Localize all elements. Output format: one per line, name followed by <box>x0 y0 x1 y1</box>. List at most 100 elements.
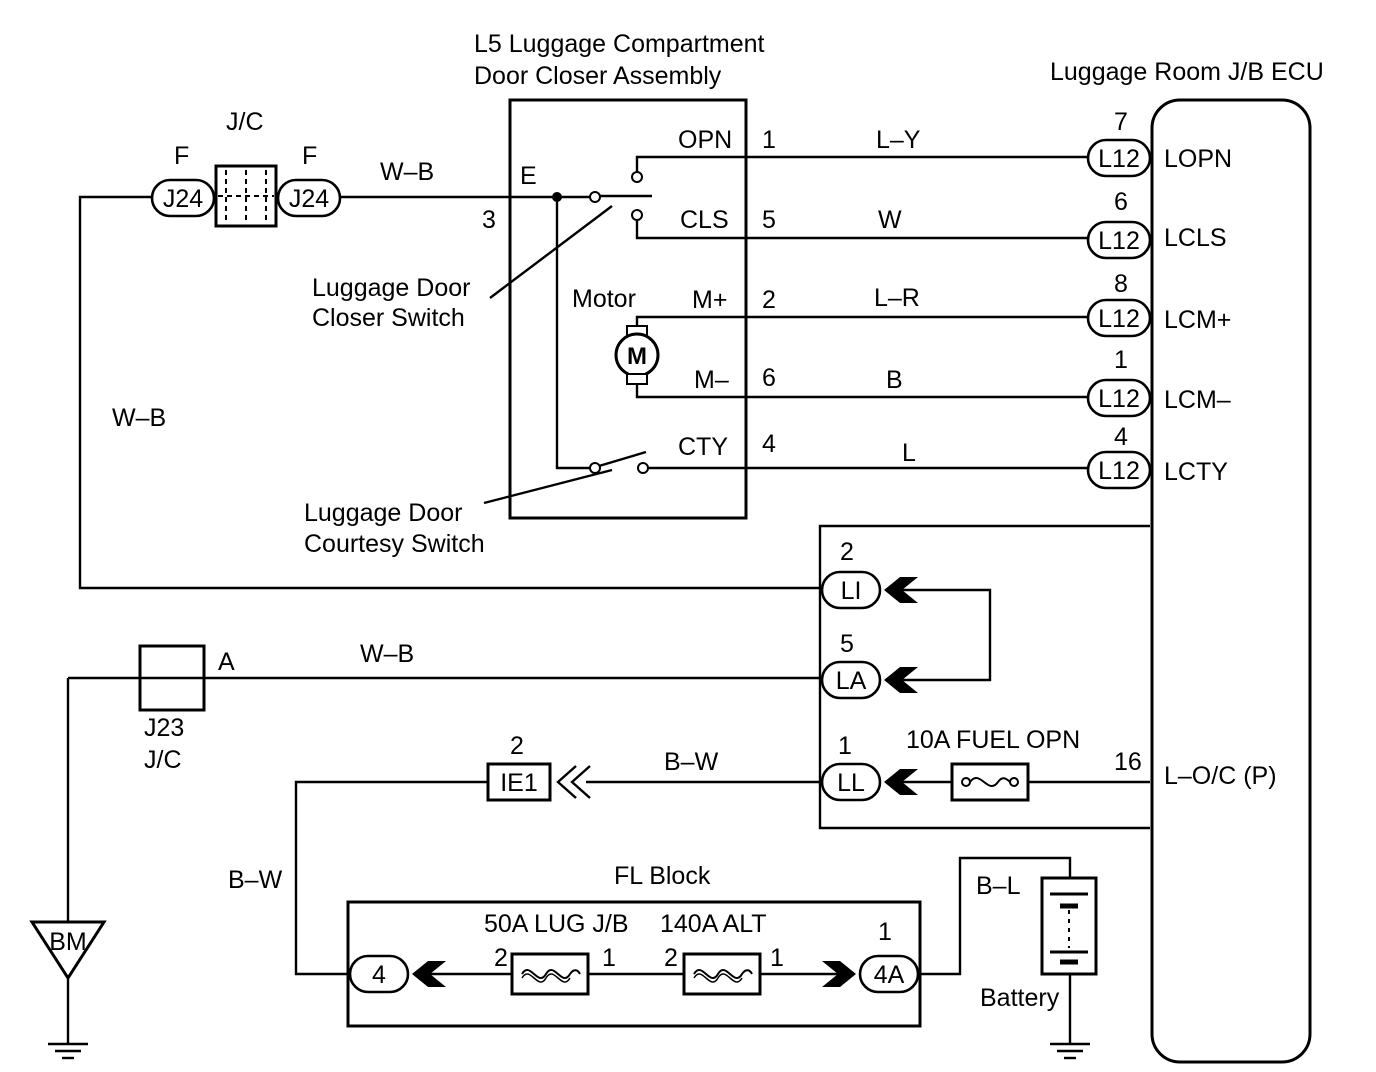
row-pin-opn: 1 <box>762 126 776 154</box>
ie1-pin: 2 <box>510 732 524 760</box>
svg-text:L12: L12 <box>1098 305 1140 333</box>
courtesy-switch-blade <box>598 450 647 468</box>
ie1-chevron-icon-2 <box>556 765 577 799</box>
row-pin-cls: 5 <box>762 206 776 234</box>
svg-text:L12: L12 <box>1098 227 1140 255</box>
wire-bw-left-label: B–W <box>228 866 283 894</box>
wire-wb-left-label: W–B <box>112 404 166 432</box>
svg-text:LOPN: LOPN <box>1164 145 1232 173</box>
wire-wb-left <box>78 195 820 590</box>
svg-text:4: 4 <box>1114 423 1128 451</box>
fl-connector-4a: 4A <box>858 954 920 994</box>
motor-label: Motor <box>572 285 636 313</box>
j24-connector-right: J24 <box>276 178 342 218</box>
fuse-alt-label: 140A ALT <box>660 910 767 938</box>
assembly-pin-e: E <box>520 162 537 190</box>
jc-top-title: J/C <box>226 108 264 136</box>
fl-block-box <box>346 900 922 1028</box>
fl-connector-4: 4 <box>348 954 410 994</box>
svg-text:6: 6 <box>1114 188 1128 216</box>
svg-text:L12: L12 <box>1098 145 1140 173</box>
j23-label-2: J/C <box>144 746 182 774</box>
svg-text:4A: 4A <box>874 961 905 989</box>
courtesy-switch-pivot <box>589 462 601 474</box>
svg-text:J24: J24 <box>163 185 203 213</box>
courtesy-switch-leader <box>483 468 613 505</box>
row-name-cls: CLS <box>680 206 729 234</box>
closer-switch-leader <box>489 205 613 299</box>
assembly-title-line2: Door Closer Assembly <box>474 62 722 90</box>
row-pin-cty: 4 <box>762 430 776 458</box>
assembly-pin-3: 3 <box>482 206 496 234</box>
alt-pin-right: 1 <box>770 944 784 972</box>
svg-text:4: 4 <box>372 961 386 989</box>
j24-connector-left: J24 <box>150 178 216 218</box>
la-connector: LA <box>820 660 882 700</box>
svg-text:LCM+: LCM+ <box>1164 306 1231 334</box>
fuel-fuse-pin: 16 <box>1114 748 1142 776</box>
row-wire-opn: L–Y <box>876 126 921 154</box>
fuel-fuse-label: 10A FUEL OPN <box>906 726 1080 754</box>
ecu-terminal-lopn: 7 L12 LOPN <box>1086 108 1232 178</box>
row-pin-mplus: 2 <box>762 286 776 314</box>
svg-text:L12: L12 <box>1098 385 1140 413</box>
ll-pin: 1 <box>838 732 852 760</box>
ecu-terminal-lcmplus: 8 L12 LCM+ <box>1086 270 1231 338</box>
assembly-title-line1: L5 Luggage Compartment <box>474 30 765 58</box>
fuel-fuse-terminal: L–O/C (P) <box>1164 762 1277 790</box>
j23-label-1: J23 <box>144 714 184 742</box>
lug-pin-right: 1 <box>602 944 616 972</box>
wire-bw-mid-label: B–W <box>664 748 719 776</box>
ecu-terminal-lcty: 4 L12 LCTY <box>1086 423 1228 490</box>
li-pin: 2 <box>840 538 854 566</box>
row-wire-cty: L <box>902 439 916 467</box>
courtesy-switch-label-1: Luggage Door <box>304 499 462 527</box>
lug-pin-left: 2 <box>494 944 508 972</box>
ecu-terminal-lcmminus: 1 L12 LCM– <box>1086 346 1231 418</box>
fl-block-title: FL Block <box>614 862 711 890</box>
row-name-mminus: M– <box>694 366 729 394</box>
closer-switch-label-1: Luggage Door <box>312 274 470 302</box>
courtesy-switch-label-2: Courtesy Switch <box>304 530 485 558</box>
la-pin: 5 <box>840 630 854 658</box>
ecu-terminal-lcls: 6 L12 LCLS <box>1086 188 1227 260</box>
j23-pin: A <box>218 648 235 676</box>
motor-symbol: M <box>627 343 647 370</box>
row-wire-mplus: L–R <box>874 284 920 312</box>
li-connector: LI <box>820 570 882 610</box>
jc-side-right: F <box>302 142 317 170</box>
battery-label: Battery <box>980 984 1060 1012</box>
li-la-loop <box>900 588 992 682</box>
closer-switch-pivot <box>589 191 601 203</box>
svg-text:J24: J24 <box>289 185 329 213</box>
fuse-lug-label: 50A LUG J/B <box>484 910 629 938</box>
wire-bl-label: B–L <box>976 872 1021 900</box>
row-pin-mminus: 6 <box>762 364 776 392</box>
svg-text:LL: LL <box>837 769 865 797</box>
ie1-chevron-icon-1 <box>570 765 591 799</box>
svg-text:LI: LI <box>841 577 862 605</box>
closer-switch-label-2: Closer Switch <box>312 304 465 332</box>
svg-text:LCM–: LCM– <box>1164 386 1231 414</box>
row-name-cty: CTY <box>678 433 728 461</box>
wire-wb-top-label: W–B <box>380 158 434 186</box>
fl-right-chevron-icon <box>822 961 856 987</box>
svg-text:LCLS: LCLS <box>1164 224 1227 252</box>
svg-text:L12: L12 <box>1098 457 1140 485</box>
wire-wb-mid-label: W–B <box>360 640 414 668</box>
ecu-title: Luggage Room J/B ECU <box>1050 58 1324 86</box>
bm-ground-icon <box>29 920 107 981</box>
svg-text:LA: LA <box>836 667 867 695</box>
ecu-body <box>1150 98 1312 1064</box>
assembly-box <box>508 98 748 520</box>
ie1-label: IE1 <box>500 769 538 797</box>
alt-pin-left: 2 <box>664 944 678 972</box>
row-name-mplus: M+ <box>692 286 727 314</box>
row-wire-mminus: B <box>886 366 903 394</box>
svg-text:1: 1 <box>1114 346 1128 374</box>
svg-text:8: 8 <box>1114 270 1128 298</box>
wire-bl <box>918 856 1072 976</box>
bm-label: BM <box>49 928 87 956</box>
svg-text:LCTY: LCTY <box>1164 458 1228 486</box>
